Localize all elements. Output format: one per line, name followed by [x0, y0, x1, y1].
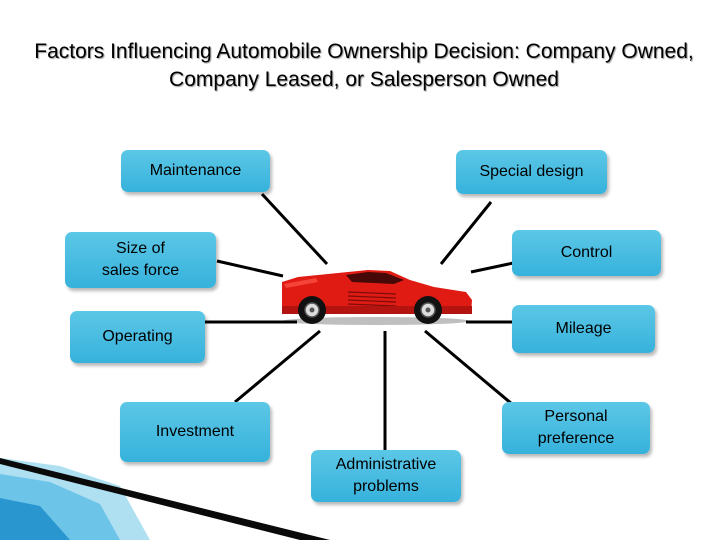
- corner-decoration: [0, 458, 330, 540]
- slide-title: Factors Influencing Automobile Ownership…: [34, 40, 694, 91]
- connector-control: [470, 260, 519, 274]
- factor-mileage: Mileage: [512, 305, 655, 353]
- connector-special-design: [439, 201, 493, 265]
- factor-personal-preference: Personal preference: [502, 402, 650, 454]
- factor-size-of-sales-force: Size of sales force: [65, 232, 216, 288]
- factor-operating: Operating: [70, 311, 205, 363]
- connector-personal-preference: [424, 329, 513, 406]
- factor-investment: Investment: [120, 402, 270, 462]
- factor-maintenance: Maintenance: [121, 150, 270, 192]
- sports-car-image: [282, 270, 472, 325]
- connector-size-of-sales-force: [216, 259, 284, 278]
- factor-control: Control: [512, 230, 661, 276]
- connector-maintenance: [260, 192, 329, 266]
- connector-investment: [234, 329, 321, 404]
- factor-administrative-problems: Administrative problems: [311, 450, 461, 502]
- factor-special-design: Special design: [456, 150, 607, 194]
